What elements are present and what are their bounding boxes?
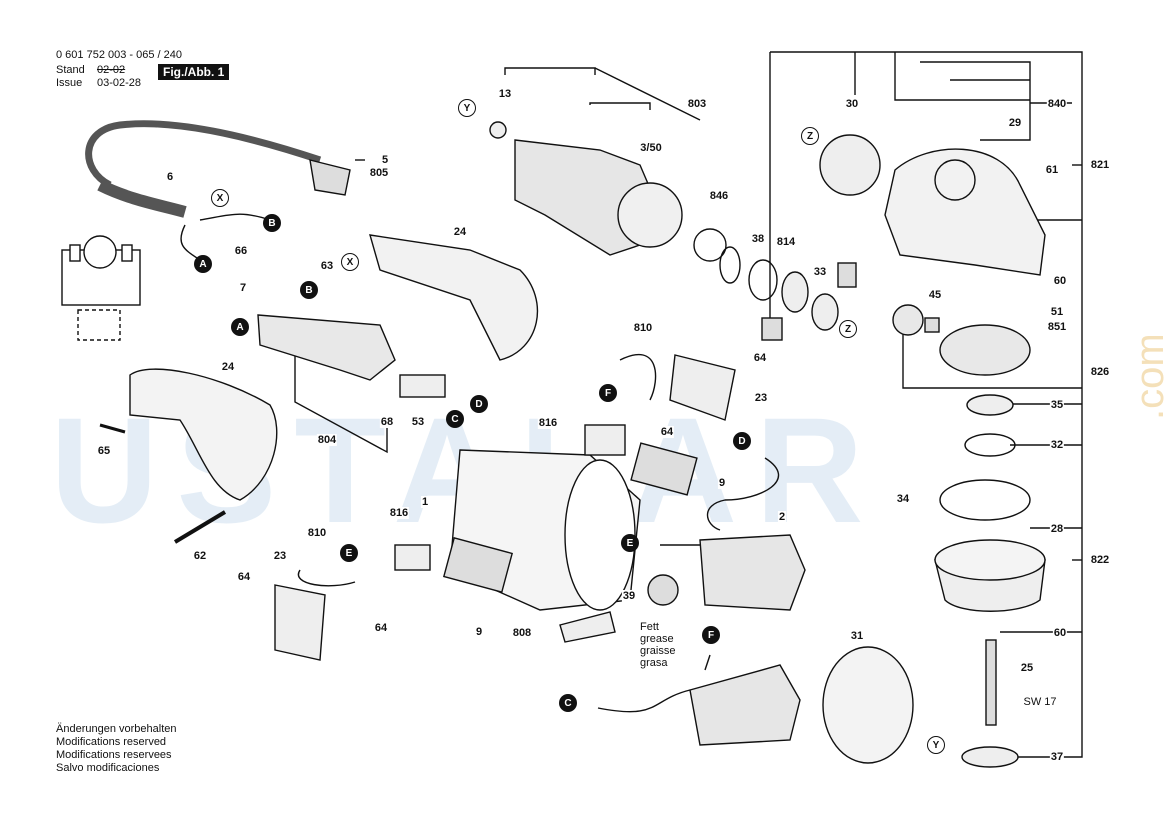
part-label: 24	[452, 226, 468, 238]
marker-f: F	[702, 626, 720, 644]
part-label: 816	[388, 507, 410, 519]
part-label: 65	[96, 445, 112, 457]
part-label: 66	[233, 245, 249, 257]
part-label: 28	[1049, 523, 1065, 535]
part-label: 840	[1046, 98, 1068, 110]
part-label: 60	[1052, 275, 1068, 287]
part-label: 24	[220, 361, 236, 373]
grease-fr: graisse	[640, 645, 676, 657]
part-label: 53	[410, 416, 426, 428]
part-label: 30	[844, 98, 860, 110]
part-label: 5	[380, 154, 390, 166]
part-label: 846	[708, 190, 730, 202]
part-label: 37	[1049, 751, 1065, 763]
marker-d: D	[470, 395, 488, 413]
part-label: 810	[632, 322, 654, 334]
marker-b: B	[300, 281, 318, 299]
grease-en: grease	[640, 633, 674, 645]
part-label: 13	[497, 88, 513, 100]
note-es: Salvo modificaciones	[56, 762, 160, 774]
part-label: 822	[1089, 554, 1111, 566]
part-label: 63	[319, 260, 335, 272]
part-label: 62	[192, 550, 208, 562]
part-label: 23	[753, 392, 769, 404]
part-label: 851	[1046, 321, 1068, 333]
part-label: 803	[686, 98, 708, 110]
marker-a: A	[194, 255, 212, 273]
part-label: 51	[1049, 306, 1065, 318]
issue-label: Issue	[56, 77, 83, 89]
note-de: Änderungen vorbehalten	[56, 723, 177, 735]
grease-de: Fett	[640, 621, 659, 633]
part-label: 821	[1089, 159, 1111, 171]
grease-es: grasa	[640, 657, 668, 669]
part-label: 64	[373, 622, 389, 634]
marker-x: X	[341, 253, 359, 271]
part-label: 6	[165, 171, 175, 183]
part-label: 61	[1044, 164, 1060, 176]
part-label: 32	[1049, 439, 1065, 451]
marker-d: D	[733, 432, 751, 450]
part-label: 9	[474, 626, 484, 638]
part-label: 826	[1089, 366, 1111, 378]
stand-label: Stand	[56, 64, 85, 76]
part-label: 3/50	[639, 142, 663, 154]
marker-e: E	[340, 544, 358, 562]
part-label: 804	[316, 434, 338, 446]
note-en: Modifications reserved	[56, 736, 167, 748]
marker-e: E	[621, 534, 639, 552]
part-label: 64	[752, 352, 768, 364]
marker-a: A	[231, 318, 249, 336]
part-label: 39	[621, 590, 637, 602]
part-label: 68	[379, 416, 395, 428]
part-label: 816	[537, 417, 559, 429]
marker-b: B	[263, 214, 281, 232]
part-label: 33	[812, 266, 828, 278]
part-label: 805	[368, 167, 390, 179]
marker-c: C	[559, 694, 577, 712]
modification-notes: Änderungen vorbehalten Modifications res…	[56, 723, 176, 775]
marker-y: Y	[927, 736, 945, 754]
marker-y: Y	[458, 99, 476, 117]
part-label: 31	[849, 630, 865, 642]
part-label: 29	[1007, 117, 1023, 129]
marker-f: F	[599, 384, 617, 402]
part-label: 810	[306, 527, 328, 539]
part-label: 64	[236, 571, 252, 583]
part-label: 35	[1049, 399, 1065, 411]
part-label: 9	[717, 477, 727, 489]
figure-label: Fig./Abb. 1	[158, 64, 230, 80]
part-label: 45	[927, 289, 943, 301]
grease-note: Fett grease graisse grasa	[640, 621, 675, 669]
marker-c: C	[446, 410, 464, 428]
part-label: 7	[238, 282, 248, 294]
part-label: 25	[1019, 662, 1035, 674]
part-label: 808	[511, 627, 533, 639]
part-label: 38	[750, 233, 766, 245]
marker-z: Z	[801, 127, 819, 145]
part-label: 23	[272, 550, 288, 562]
part-label: 60	[1052, 627, 1068, 639]
marker-x: X	[211, 189, 229, 207]
stand-date: 02-02	[97, 64, 126, 76]
issue-date: 03-02-28	[97, 77, 142, 89]
document-code: 0 601 752 003 - 065 / 240	[56, 49, 182, 61]
part-label: 1	[420, 496, 430, 508]
part-label: 2	[777, 511, 787, 523]
part-label: SW 17	[1022, 696, 1058, 708]
note-fr: Modifications reservees	[56, 749, 172, 761]
part-label: 34	[895, 493, 911, 505]
part-label: 64	[659, 426, 675, 438]
part-label: 814	[775, 236, 797, 248]
marker-z: Z	[839, 320, 857, 338]
